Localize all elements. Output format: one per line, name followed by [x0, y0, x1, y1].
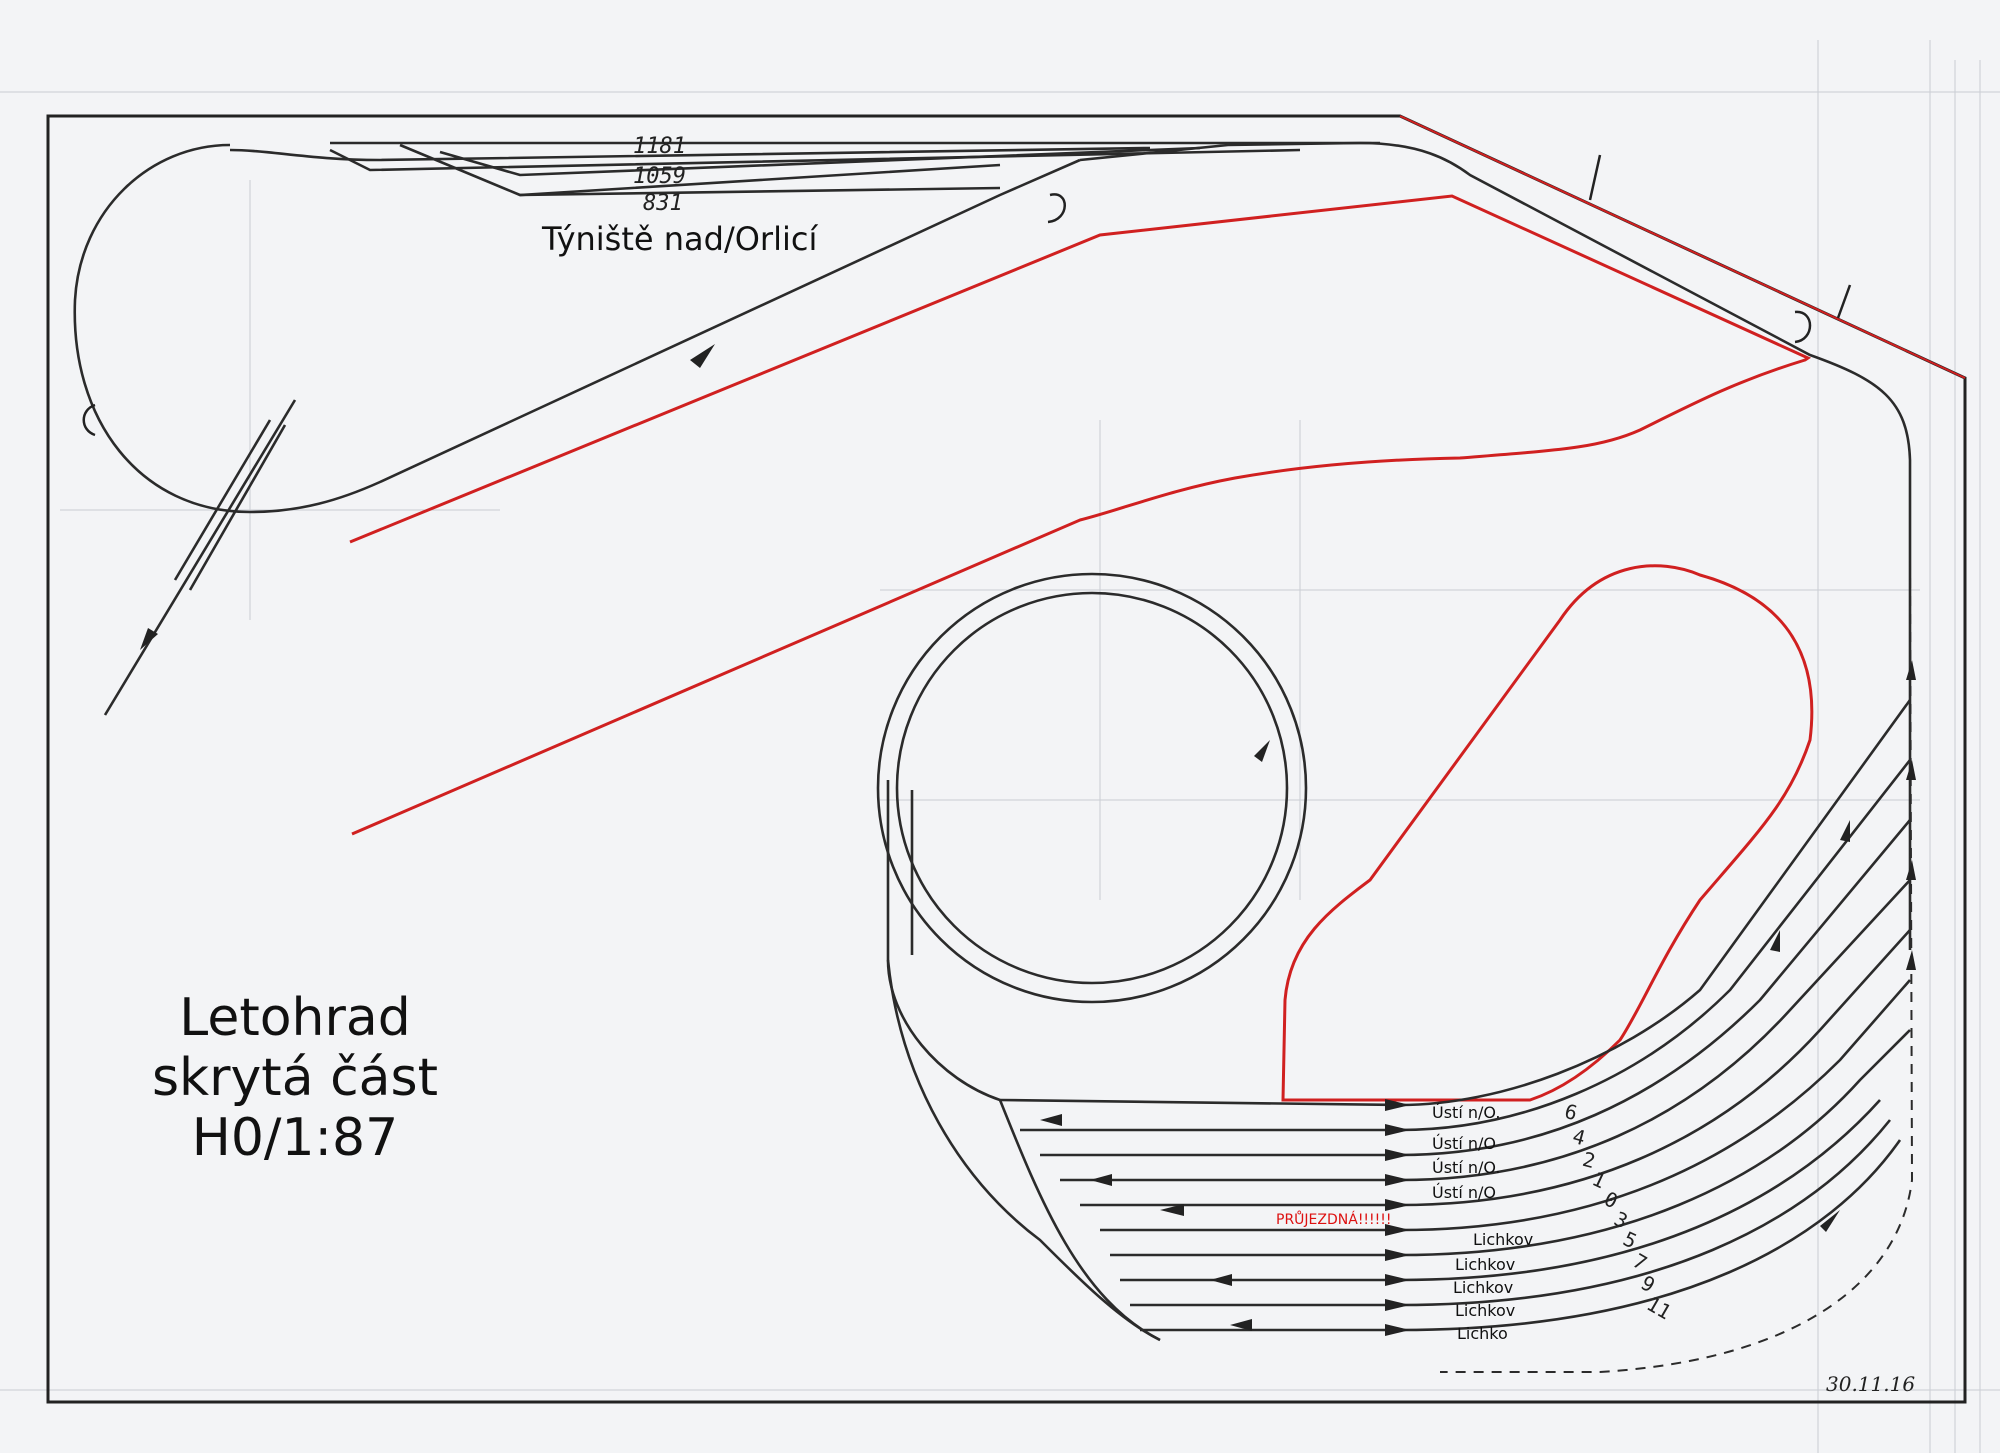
yard-through-track-warning: PRŮJEZDNÁ!!!!!! [1276, 1212, 1392, 1228]
yard-destination-2: Ústí n/O [1432, 1134, 1496, 1153]
yard-destination-6: Lichkov [1473, 1230, 1534, 1249]
lower-level-track [73, 141, 1912, 1342]
yard-destination-3: Ústí n/O. [1432, 1158, 1501, 1177]
direction-arrows [140, 344, 1916, 1336]
yard-destination-7: Lichkov [1455, 1255, 1516, 1274]
yard-destination-9: Lichkov [1455, 1301, 1516, 1320]
board-edge-red [1399, 115, 1966, 379]
track-length-1: 1181 [633, 134, 686, 159]
track-length-2: 1059 [633, 164, 686, 189]
yard-destination-10: Lichko [1457, 1324, 1508, 1343]
plan-title: Letohrad skrytá část H0/1:87 [110, 988, 480, 1168]
title-line-1: Letohrad [179, 988, 411, 1048]
author-signature: 30.11.16 [1826, 1372, 1916, 1396]
yard-destination-4: Ústí n/O [1432, 1183, 1496, 1202]
dashed-planned-track [1440, 559, 1914, 1373]
upper-level-track [349, 194, 1814, 1102]
track-isolation-marks [82, 154, 1852, 437]
title-line-3: H0/1:87 [191, 1108, 399, 1168]
yard-destination-8: Lichkov [1453, 1278, 1514, 1297]
title-line-2: skrytá část [151, 1048, 439, 1108]
board-outline [46, 114, 1967, 1404]
yard-destination-1: Ústí n/O. [1432, 1103, 1501, 1122]
track-length-3: 831 [643, 191, 683, 216]
background-grid [0, 40, 2000, 1453]
upper-station-name: Týniště nad/Orlicí [542, 220, 818, 258]
